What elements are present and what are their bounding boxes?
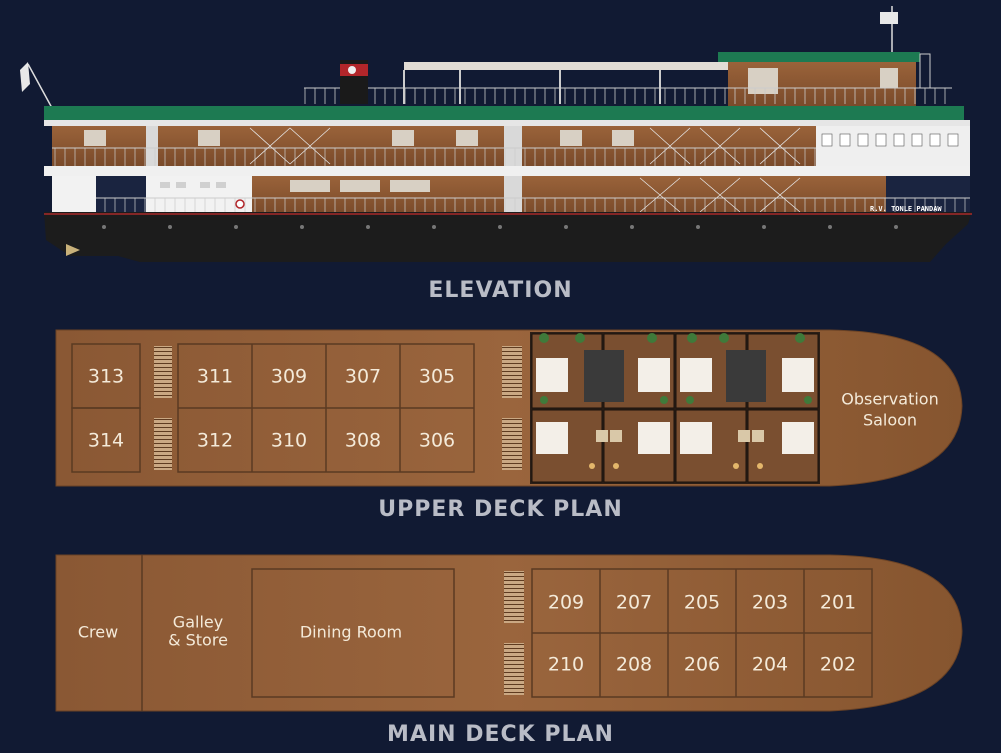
stairs-icon [502, 346, 522, 398]
dining-room-label: Dining Room [300, 623, 402, 642]
cabin-204: 204 [752, 654, 788, 676]
cabin-314: 314 [88, 430, 124, 452]
cabin-307: 307 [345, 366, 381, 388]
hull: R.V. TONLE PANDAW [44, 205, 972, 262]
stairs-icon [504, 571, 524, 623]
cabin-202: 202 [820, 654, 856, 676]
crew-label: Crew [78, 623, 118, 642]
cabin-311: 311 [197, 366, 233, 388]
cabin-205: 205 [684, 592, 720, 614]
observation-saloon-label: Observation [841, 390, 938, 409]
cabin-309: 309 [271, 366, 307, 388]
observation-saloon-label-2: Saloon [863, 411, 917, 430]
cabin-207: 207 [616, 592, 652, 614]
cabin-203: 203 [752, 592, 788, 614]
cabin-306: 306 [419, 430, 455, 452]
ship-elevation: R.V. TONLE PANDAW [20, 6, 972, 262]
furnished-cabins-illustration [530, 332, 820, 484]
stairs-icon [502, 418, 522, 470]
cabin-308: 308 [345, 430, 381, 452]
ship-name-text: R.V. TONLE PANDAW [870, 205, 942, 213]
bow-flag-icon [20, 62, 53, 109]
main-deck-title: MAIN DECK PLAN [387, 722, 614, 747]
cabin-305: 305 [419, 366, 455, 388]
stairs-icon [504, 643, 524, 695]
cabin-310: 310 [271, 430, 307, 452]
cabin-206: 206 [684, 654, 720, 676]
sun-deck [304, 52, 952, 106]
cabin-208: 208 [616, 654, 652, 676]
stairs-icon [154, 418, 172, 470]
upper-deck-title: UPPER DECK PLAN [378, 497, 623, 522]
cabin-210: 210 [548, 654, 584, 676]
galley-store-label: & Store [168, 631, 228, 650]
elevation-title: ELEVATION [428, 278, 573, 303]
funnel [340, 60, 368, 104]
cabin-312: 312 [197, 430, 233, 452]
cabin-209: 209 [548, 592, 584, 614]
galley-label: Galley [173, 613, 223, 632]
mast-flag-icon [880, 6, 898, 52]
stairs-icon [154, 346, 172, 398]
upper-deck-band [52, 126, 970, 166]
main-deck-plan: Crew Galley & Store Dining Room 209 207 … [55, 554, 963, 712]
main-deck-band [52, 176, 970, 214]
upper-deck-plan: 313 311 309 307 305 314 312 310 308 306 … [55, 329, 963, 487]
cabin-201: 201 [820, 592, 856, 614]
cabin-313: 313 [88, 366, 124, 388]
